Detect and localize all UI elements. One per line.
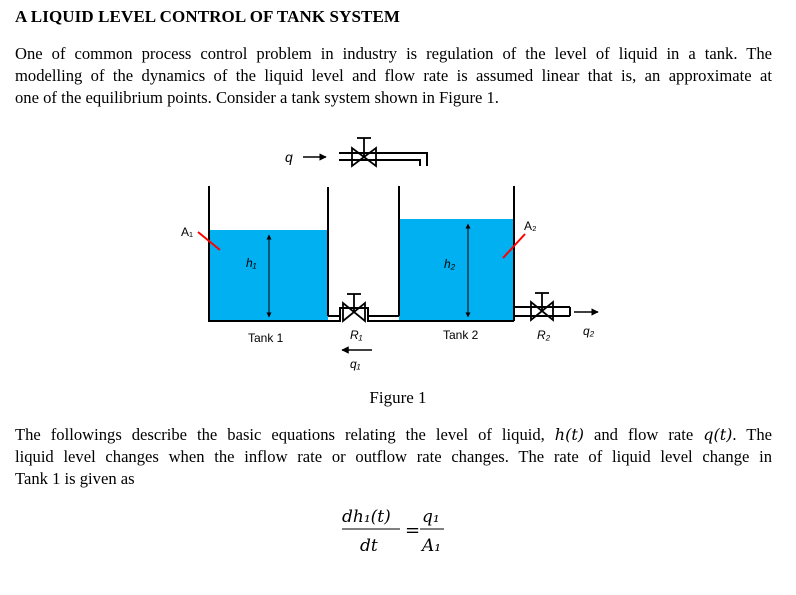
body-line-1-start: The followings describe the basic equati…	[15, 425, 555, 444]
area2-pointer	[502, 233, 526, 259]
intro-line-3: one of the equilibrium points. Consider …	[15, 88, 499, 107]
tank2-label: Tank 2	[443, 328, 479, 342]
inflow-valve	[351, 137, 377, 168]
q2-label: q₂	[583, 324, 595, 338]
flow-function: q(t)	[703, 425, 733, 444]
body-line-3: Tank 1 is given as	[15, 469, 135, 488]
figure-caption: Figure 1	[369, 388, 427, 407]
area2-label: A₂	[524, 219, 537, 233]
rate-equation: dh₁(t) dt = q₁ A₁	[342, 507, 444, 556]
equation-rhs-denominator: A₁	[420, 536, 441, 556]
r2-label: R₂	[537, 328, 551, 342]
tank2-water	[399, 219, 515, 320]
r1-label: R₁	[350, 328, 363, 342]
body-line-1: The followings describe the basic equati…	[15, 424, 772, 446]
q1-label: q₁	[350, 357, 361, 371]
intro-line-2: modelling of the dynamics of the liquid …	[15, 66, 772, 85]
intro-line-1: One of common process control problem in…	[15, 44, 772, 63]
equation-lhs-numerator: dh₁(t)	[342, 507, 391, 527]
intro-paragraph: One of common process control problem in…	[15, 43, 772, 109]
level2-label: h₂	[444, 257, 456, 271]
body-line-2: liquid level changes when the inflow rat…	[15, 447, 772, 466]
valve-r2	[530, 292, 554, 322]
body-line-1-middle: and flow rate	[584, 425, 704, 444]
tank-walls	[208, 186, 515, 322]
inflow-label: q	[285, 149, 293, 165]
level-function: h(t)	[554, 425, 585, 444]
document-title: A LIQUID LEVEL CONTROL OF TANK SYSTEM	[15, 7, 401, 26]
body-paragraph: The followings describe the basic equati…	[15, 424, 772, 490]
equation-equals: =	[405, 520, 420, 541]
area1-label: A₁	[181, 225, 193, 239]
equation-lhs-denominator: dt	[360, 536, 378, 556]
area1-pointer	[197, 231, 221, 251]
tank1-label: Tank 1	[248, 331, 284, 345]
equation-rhs-numerator: q₁	[422, 507, 440, 527]
valve-r1	[342, 293, 366, 323]
body-line-1-end: . The	[732, 425, 773, 444]
level1-label: h₁	[246, 256, 257, 270]
